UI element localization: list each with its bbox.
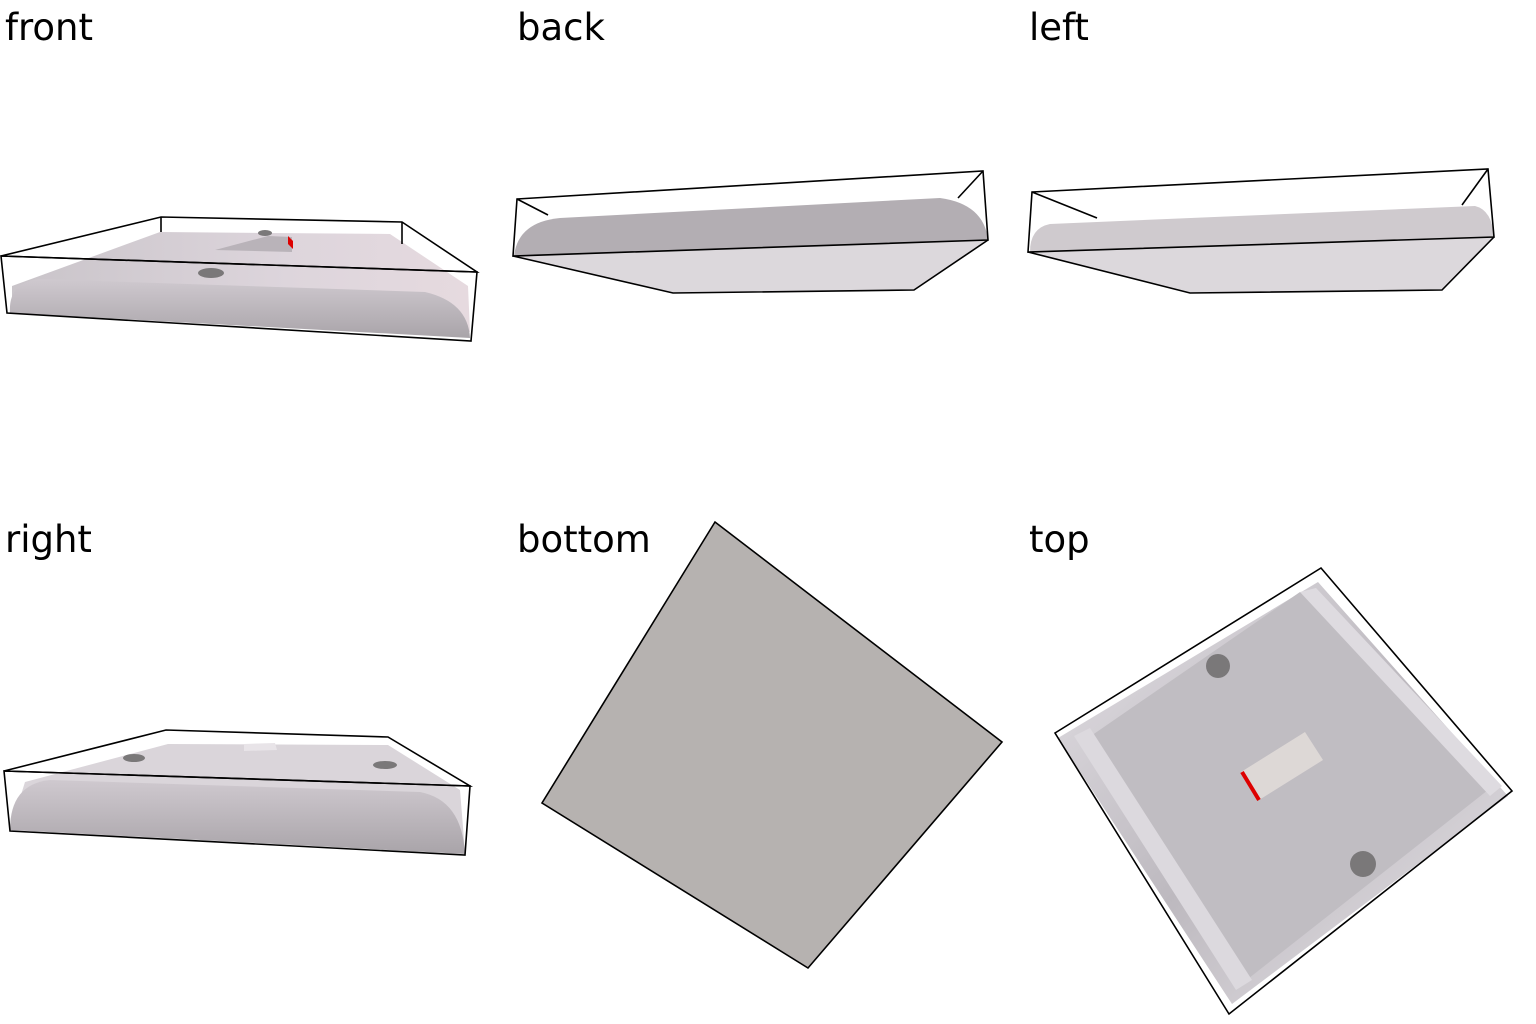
bottom-view bbox=[540, 520, 1004, 970]
back-part-underside bbox=[513, 240, 988, 293]
view-label-front: front bbox=[5, 6, 94, 49]
top-view bbox=[1053, 566, 1514, 1016]
left-view bbox=[1027, 168, 1495, 294]
right-screw-icon bbox=[373, 761, 397, 769]
front-part-side bbox=[9, 279, 470, 338]
front-part-recess bbox=[215, 236, 292, 252]
bottom-face bbox=[540, 520, 1004, 970]
view-label-bottom: bottom bbox=[517, 518, 651, 561]
top-part-bevel-right bbox=[1300, 588, 1502, 796]
front-screw-icon bbox=[198, 268, 224, 278]
view-label-left: left bbox=[1029, 6, 1089, 49]
back-bounding-box bbox=[512, 170, 989, 294]
right-part-tab bbox=[244, 743, 277, 751]
top-part-bevel-left bbox=[1074, 728, 1252, 990]
top-part-face bbox=[1088, 592, 1488, 982]
view-label-back: back bbox=[517, 6, 605, 49]
front-bounding-box bbox=[0, 216, 480, 342]
right-view bbox=[3, 729, 474, 856]
top-bounding-box bbox=[1053, 566, 1514, 1016]
front-view bbox=[0, 216, 480, 342]
view-label-right: right bbox=[5, 518, 92, 561]
top-part-tab bbox=[1241, 732, 1323, 800]
back-part-side bbox=[514, 198, 988, 256]
back-view bbox=[512, 170, 989, 294]
top-screw-icon bbox=[1350, 851, 1376, 877]
right-screw-icon bbox=[123, 754, 145, 762]
left-part-underside bbox=[1028, 237, 1494, 293]
front-red-marker bbox=[288, 236, 293, 249]
right-part-side bbox=[10, 780, 465, 854]
front-screw-icon bbox=[258, 230, 272, 236]
left-bounding-box bbox=[1027, 168, 1495, 294]
top-red-marker bbox=[1240, 770, 1261, 802]
view-label-top: top bbox=[1029, 518, 1090, 561]
right-bounding-box bbox=[3, 729, 474, 856]
top-screw-icon bbox=[1206, 654, 1230, 678]
